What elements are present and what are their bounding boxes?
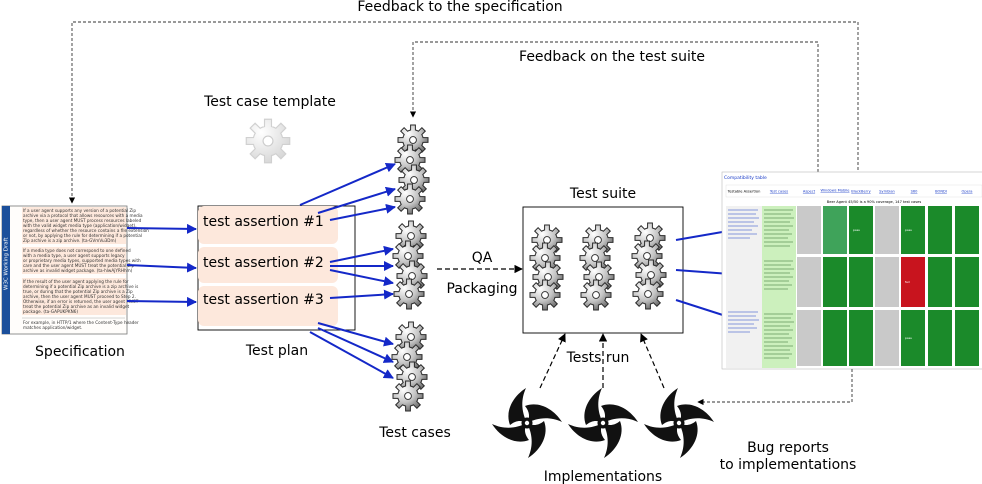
test-case-gear-icon (394, 183, 426, 215)
svg-text:care and the user agent MUST t: care and the user agent MUST treat the p… (23, 263, 135, 268)
svg-text:Otherwise, if an error is retu: Otherwise, if an error is returned, the … (23, 299, 139, 304)
template-label: Test case template (203, 94, 336, 110)
packaging-label: Packaging (446, 281, 517, 297)
test-plan-label: Test plan (245, 343, 308, 359)
spec-para-3: If the result of the user agent applying… (23, 279, 139, 314)
implementation-1-icon (492, 388, 562, 458)
svg-text:type, then a user agent MUST p: type, then a user agent MUST process res… (23, 218, 142, 223)
svg-text:Zip archive is a zip archive.: Zip archive is a zip archive. (ta-GVmVu3… (23, 238, 117, 243)
svg-text:true, or during that the poten: true, or during that the potential Zip a… (23, 289, 133, 294)
compat-assertion-text-lines (728, 209, 759, 333)
svg-text:For example, in HTTP/1 where t: For example, in HTTP/1 where the Content… (23, 320, 139, 325)
svg-text:treat the potential Zip archiv: treat the potential Zip archive as an in… (23, 304, 130, 309)
plan-to-cases-arrows (299, 162, 396, 379)
compat-header-col3: BlackBerry (851, 190, 871, 194)
implementations-label: Implementations (544, 469, 662, 484)
svg-text:package. (ta-GAPUKPKN6): package. (ta-GAPUKPKN6) (23, 309, 78, 314)
assertion-1-box (198, 206, 338, 244)
compat-header-col7: Opera (961, 190, 972, 194)
svg-text:fail: fail (905, 280, 910, 284)
svg-text:pass: pass (905, 228, 912, 232)
test-cases-gears (391, 124, 430, 412)
assertion-2-box (198, 247, 338, 283)
template-gear-icon (245, 118, 291, 164)
tests-run-label: Tests run (566, 350, 630, 366)
test-suite-label: Test suite (569, 186, 636, 202)
implementations (492, 388, 714, 458)
test-case-gear-icon (393, 278, 425, 310)
svg-text:with a media type, a user agen: with a media type, a user agent supports… (23, 253, 125, 258)
svg-text:matches application/widget.: matches application/widget. (23, 325, 82, 330)
spec-para-2: If a media type does not correspond to o… (23, 248, 141, 273)
svg-text:pass: pass (853, 228, 860, 232)
compat-row-1: pass pass (797, 206, 979, 254)
compat-header-col1: Aspect (803, 190, 816, 194)
spec-example: For example, in HTTP/1 where the Content… (23, 320, 139, 330)
compat-header-col4: Symbian (879, 190, 895, 194)
svg-text:archive, then the user agent M: archive, then the user agent MUST procee… (23, 294, 136, 299)
assertion-3-label: test assertion #3 (203, 292, 324, 308)
test-case-gear-icon (392, 380, 424, 412)
suite-gear-icon (580, 279, 612, 311)
compat-header-col2: Windows Mobile (821, 189, 851, 193)
compat-row-2: fail (797, 257, 979, 307)
test-plan: test assertion #1 test assertion #2 test… (197, 205, 356, 331)
feedback-suite-label: Feedback on the test suite (519, 49, 705, 65)
spec-to-plan-arrows (126, 223, 197, 307)
compat-header-testcases: Test cases (769, 190, 788, 194)
compat-header-col6: BONDI (935, 190, 947, 194)
bug-reports-label-line2: to implementations (720, 457, 857, 473)
svg-text:archive via a protocol that al: archive via a protocol that allows resou… (23, 213, 143, 218)
compatibility-table: Compatibility table Testable Assertion T… (721, 171, 982, 370)
bug-reports-label-line1: Bug reports (747, 440, 829, 456)
svg-text:or proprietary media types, su: or proprietary media types, supported me… (23, 258, 141, 263)
suite-gear-icon (632, 278, 664, 310)
specification-document: W3C Working Draft If a user agent suppor… (1, 205, 149, 335)
implementation-3-icon (644, 388, 714, 458)
test-cases-label: Test cases (378, 425, 451, 441)
compat-testcase-text-lines (764, 209, 794, 359)
feedback-spec-connector (68, 21, 859, 320)
compat-table-title: Compatibility table (724, 175, 767, 181)
assertion-3-box (198, 286, 338, 326)
specification-label: Specification (35, 344, 125, 360)
feedback-spec-label: Feedback to the specification (357, 0, 562, 15)
svg-text:If the result of the user agen: If the result of the user agent applying… (23, 279, 129, 284)
compat-summary: Beer Agent 45/50 is a 90% coverage, 147 … (827, 200, 922, 204)
svg-text:If a media type does not corre: If a media type does not correspond to o… (23, 248, 131, 253)
compat-header-row: Testable Assertion Test cases Aspect Win… (725, 184, 982, 198)
svg-text:determining if a potential Zip: determining if a potential Zip archive i… (23, 284, 138, 289)
spec-status-bar (2, 206, 10, 334)
tests-run-arrows (539, 333, 665, 389)
qa-label: QA (472, 250, 493, 266)
assertion-2-label: test assertion #2 (203, 255, 324, 271)
spec-para-3-highlight (22, 278, 126, 315)
test-suite-box (522, 206, 684, 334)
svg-text:with the valid widget media ty: with the valid widget media type (applic… (23, 223, 137, 228)
assertion-1-label: test assertion #1 (203, 214, 324, 230)
spec-status-label: W3C Working Draft (4, 237, 10, 290)
compat-header-col5: S60 (911, 190, 919, 194)
svg-text:If a user agent supports any v: If a user agent supports any version of … (23, 208, 136, 213)
svg-text:archive as invalid widget pack: archive as invalid widget package. (ta-h… (23, 268, 133, 273)
svg-text:pass: pass (905, 336, 912, 340)
svg-text:regardless of whether the reso: regardless of whether the resource conta… (23, 228, 149, 233)
compat-header-assertion: Testable Assertion (727, 190, 761, 194)
bug-reports-connector (697, 369, 853, 406)
feedback-suite-connector (409, 41, 819, 172)
compat-testcase-column (762, 206, 796, 368)
spec-para-1-highlight (22, 207, 126, 244)
svg-text:or not, by applying the rule f: or not, by applying the rule for determi… (23, 233, 142, 238)
suite-gear-icon (529, 279, 561, 311)
implementation-2-icon (568, 388, 638, 458)
compat-row-3: pass (797, 310, 979, 366)
spec-para-1: If a user agent supports any version of … (23, 208, 149, 243)
compat-assertion-column (726, 206, 762, 368)
spec-para-2-highlight (22, 247, 126, 274)
